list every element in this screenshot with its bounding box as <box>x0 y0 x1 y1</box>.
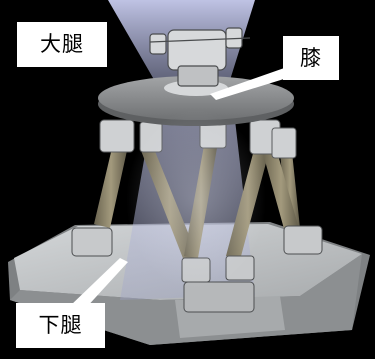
knee-pointer <box>210 66 300 100</box>
thigh-label: 大腿 <box>17 22 107 67</box>
knee-label: 膝 <box>283 36 339 80</box>
shin-label: 下腿 <box>16 303 105 348</box>
knee-mechanism <box>149 27 251 87</box>
shin-pointer <box>70 258 128 310</box>
